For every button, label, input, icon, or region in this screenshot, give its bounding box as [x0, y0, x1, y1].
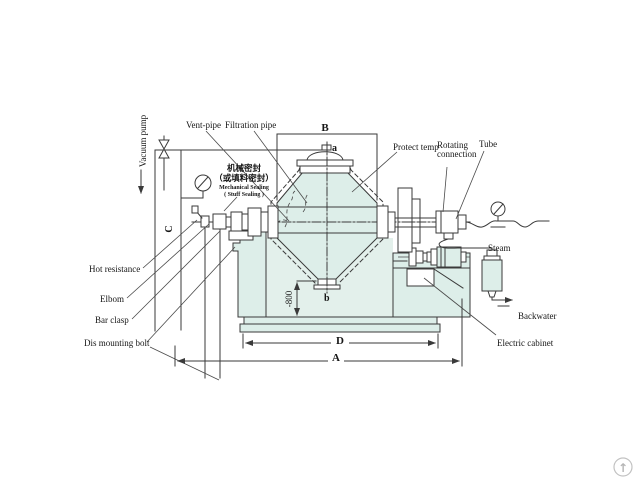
label-electric-cabinet: Electric cabinet — [497, 338, 554, 348]
pressure-gauge-right — [490, 201, 506, 228]
right-shaft-rotating-connection — [376, 205, 467, 240]
dimension-B — [276, 133, 378, 201]
dim-label-D: D — [336, 335, 344, 347]
label-filtration-pipe: Filtration pipe — [225, 120, 276, 130]
label-bar-clasp: Bar clasp — [95, 315, 129, 325]
flexible-tube — [465, 220, 550, 228]
label-backwater: Backwater — [518, 311, 556, 321]
steam-trap — [481, 249, 503, 301]
label-tube: Tube — [479, 139, 497, 149]
dimension-A — [174, 298, 463, 367]
drive-motor — [398, 246, 470, 268]
vacuum-piping — [149, 135, 323, 381]
dim-label-A: A — [332, 352, 340, 364]
port-label-b: b — [324, 293, 330, 304]
dim-label-800: -800 — [284, 290, 294, 307]
label-vacuum-pump: Vacuum pump — [138, 114, 148, 167]
left-support-pedestal — [228, 230, 267, 318]
pressure-gauge-left — [180, 174, 212, 199]
label-hot-resistance: Hot resistance — [89, 264, 140, 274]
vacuum-valve-icon — [158, 139, 170, 159]
label-connection: connection — [437, 149, 477, 159]
left-shaft-seal-assembly — [191, 205, 279, 239]
machine-base — [239, 316, 441, 333]
steam-pipe — [438, 238, 493, 253]
dimension-D — [242, 333, 439, 349]
port-label-a: a — [332, 143, 337, 154]
label-seal-cn2: （或填料密封） — [214, 173, 274, 183]
dim-label-B: B — [321, 122, 329, 134]
label-seal-en1: Mechanical Sealing — [219, 185, 269, 191]
scroll-top-button[interactable]: ↑ — [613, 457, 633, 477]
backwater-arrow — [491, 297, 513, 307]
dim-label-C: C — [164, 225, 175, 232]
label-steam: Steam — [488, 243, 511, 253]
electric-cabinet-panel — [406, 268, 435, 287]
label-seal-en2: ( Stuff Sealing ) — [224, 191, 264, 198]
label-dis-mounting-bolt: Dis mounting bolt — [84, 338, 150, 348]
label-protect-temp: Protect temp — [393, 142, 439, 152]
leader-lines — [126, 130, 497, 343]
dimension-800 — [294, 280, 317, 316]
scroll-top-icon[interactable]: ↑ — [618, 461, 628, 475]
label-vent-pipe: Vent-pipe — [186, 120, 221, 130]
label-seal-cn1: 机械密封 — [227, 163, 262, 173]
label-elbow: Elbom — [100, 294, 124, 304]
label-rotating: Rotating — [437, 140, 468, 150]
right-bearing-housing — [397, 187, 421, 253]
